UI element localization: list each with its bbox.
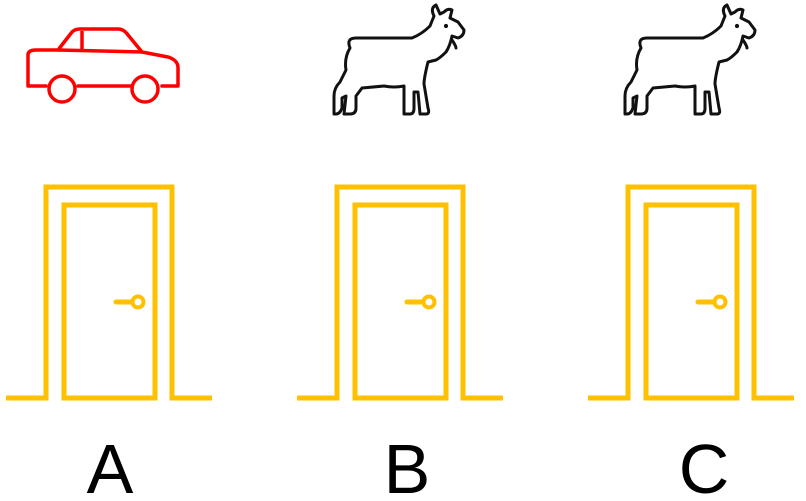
door-b [297,187,503,398]
door-c [588,187,794,398]
door-column-b: B [297,3,503,501]
door-column-c: C [588,3,794,501]
goat-icon [623,3,757,116]
door-label-a: A [87,430,134,501]
door-a [6,187,212,398]
door-label-c: C [679,430,730,501]
door-column-a: A [6,27,212,501]
goat-icon [332,3,466,116]
door-label-b: B [384,430,431,501]
car-icon [26,27,180,104]
